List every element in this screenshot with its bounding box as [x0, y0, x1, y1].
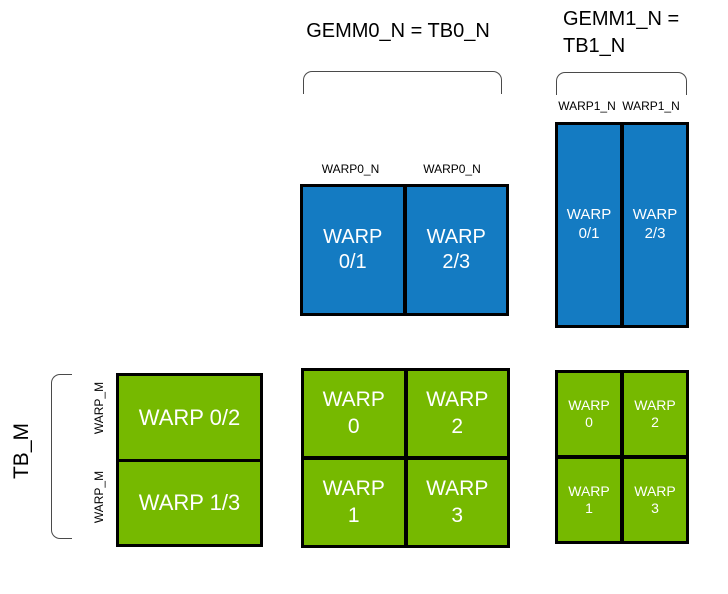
warp-cell-line2: 0	[347, 414, 360, 438]
warp-cell-line2: 3	[651, 500, 659, 516]
tb-m-warp-tile: WARP 0/2 WARP 1/3	[116, 373, 263, 547]
warp-cell-line1: WARP	[426, 226, 486, 248]
warp-cell-line2: 2	[651, 414, 659, 430]
gemm0-accum-cell-2: WARP 2	[407, 371, 507, 456]
warp-cell-line1: WARP	[568, 482, 610, 499]
gemm1-warp-cell-23: WARP 2/3	[624, 125, 686, 325]
warp-m-label-top: WARP_M	[92, 381, 106, 435]
warp-cell-line1: WARP	[426, 477, 489, 501]
gemm0-accum-cell-0: WARP 0	[304, 371, 404, 456]
gemm1-n-title: GEMM1_N = TB1_N	[563, 6, 713, 60]
gemm1-accum-cell-0: WARP 0	[558, 373, 620, 455]
warp-cell-line2: 3	[451, 503, 464, 527]
warp-cell-line1: WARP	[634, 396, 676, 413]
warp-cell-line1: WARP	[634, 482, 676, 499]
warp-cell-line2: 2/3	[442, 251, 471, 273]
warp-m-label-bottom: WARP_M	[92, 470, 106, 524]
tbm-warp-cell-13: WARP 1/3	[119, 461, 260, 544]
warp-cell-line1: WARP	[323, 226, 383, 248]
warp-cell-label: WARP 1/3	[138, 490, 241, 515]
warp1-n-label-left: WARP1_N	[558, 99, 616, 113]
warp-cell-label: WARP 0/2	[138, 404, 241, 430]
tbm-warp-cell-02: WARP 0/2	[119, 376, 260, 459]
gemm0-warp-tile: WARP 0/1 WARP 2/3	[300, 184, 509, 316]
tb-m-label: TB_M	[10, 423, 33, 480]
warp-cell-line2: 0/1	[338, 251, 367, 273]
warp-cell-line1: WARP	[632, 206, 678, 224]
gemm1-n-title-line1: GEMM1_N =	[563, 8, 680, 30]
gemm0-warp-cell-23: WARP 2/3	[406, 187, 506, 313]
warp-cell-line2: 0/1	[578, 225, 600, 242]
gemm0-n-bracket	[303, 71, 502, 94]
gemm0-accum-cell-1: WARP 1	[304, 460, 404, 545]
gemm1-accum-cell-3: WARP 3	[624, 459, 686, 541]
warp-cell-line2: 1	[347, 503, 360, 527]
gemm1-accum-cell-1: WARP 1	[558, 459, 620, 541]
warp-cell-line2: 2/3	[644, 225, 666, 242]
warp-cell-line1: WARP	[566, 206, 612, 224]
gemm1-accum-tile: WARP 0 WARP 2 WARP 1 WARP 3	[555, 370, 689, 544]
warp-cell-line2: 0	[585, 414, 593, 430]
gemm1-n-bracket	[556, 72, 687, 95]
warp-cell-line1: WARP	[322, 477, 385, 501]
gemm1-accum-cell-2: WARP 2	[624, 373, 686, 455]
warp0-n-label-right: WARP0_N	[423, 162, 481, 176]
gemm0-accum-tile: WARP 0 WARP 2 WARP 1 WARP 3	[301, 368, 510, 548]
warp-cell-line1: WARP	[568, 396, 610, 413]
gemm1-warp-cell-01: WARP 0/1	[558, 125, 620, 325]
warp0-n-label-left: WARP0_N	[321, 162, 380, 176]
gemm1-warp-tile: WARP 0/1 WARP 2/3	[555, 122, 689, 328]
gemm0-warp-cell-01: WARP 0/1	[303, 187, 403, 313]
warp-cell-line1: WARP	[322, 388, 385, 412]
gemm0-accum-cell-3: WARP 3	[407, 460, 507, 545]
warp-cell-line2: 2	[451, 414, 464, 438]
tb-m-bracket	[51, 374, 72, 539]
gemm0-n-title: GEMM0_N = TB0_N	[306, 20, 490, 42]
warp-cell-line1: WARP	[426, 388, 489, 412]
warp-cell-line2: 1	[585, 500, 593, 516]
warp1-n-label-right: WARP1_N	[622, 99, 680, 113]
gemm1-n-title-line2: TB1_N	[563, 35, 626, 57]
